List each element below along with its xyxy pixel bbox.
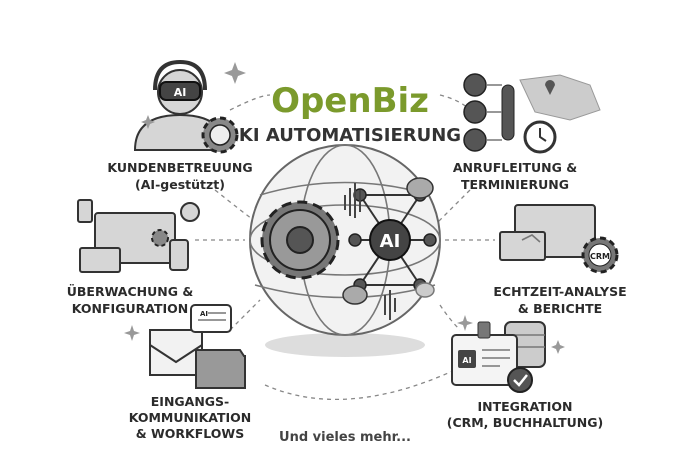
feature-label: TERMINIERUNG: [461, 177, 569, 192]
phone-routing-icon: [463, 73, 601, 154]
feature-label: & BERICHTE: [518, 301, 602, 316]
feature-kundenbetreuung: AI KUNDENBETREUUNG (AI-gestützt): [107, 59, 253, 192]
mail-folder-icon: AI: [149, 304, 246, 389]
ai-badge: AI: [200, 310, 208, 318]
ai-badge: AI: [174, 86, 187, 99]
feature-label: INTEGRATION: [477, 399, 572, 414]
ai-globe-illustration: AI: [249, 144, 441, 357]
feature-label: & WORKFLOWS: [136, 426, 244, 441]
sparkle-icon: [124, 62, 565, 354]
sound-wave-icon: [344, 183, 396, 320]
feature-label: EINGANGS-: [151, 394, 230, 409]
connector-lines: [195, 94, 495, 401]
headset-agent-icon: AI: [133, 59, 239, 154]
feature-label: ANRUFLEITUNG &: [453, 160, 577, 175]
feature-ueberwachung: ÜBERWACHUNG & KONFIGURATION: [67, 199, 200, 316]
ai-badge: AI: [462, 356, 471, 365]
feature-eingangs-kommunikation: AI EINGANGS- KOMMUNIKATION & WORKFLOWS: [129, 304, 252, 441]
feature-label: (CRM, BUCHHALTUNG): [447, 415, 604, 430]
feature-label: KONFIGURATION: [72, 301, 188, 316]
brain-icon: [342, 177, 435, 305]
feature-echtzeit-analyse: CRM ECHTZEIT-ANALYSE & BERICHTE: [493, 204, 627, 316]
page-title: OpenBiz: [271, 81, 429, 121]
feature-label: KOMMUNIKATION: [129, 410, 252, 425]
integration-database-icon: AI: [451, 321, 546, 393]
page-subtitle: KI AUTOMATISIERUNG: [239, 125, 461, 146]
feature-integration: AI INTEGRATION (CRM, BUCHHALTUNG): [447, 321, 604, 430]
crm-badge: CRM: [590, 252, 610, 261]
feature-label: ECHTZEIT-ANALYSE: [493, 284, 626, 299]
analytics-crm-icon: CRM: [499, 204, 619, 274]
feature-label: KUNDENBETREUUNG: [107, 160, 252, 175]
feature-label: (AI-gestützt): [135, 177, 225, 192]
gear-icon: [260, 200, 340, 280]
monitor-dashboard-icon: [77, 199, 200, 273]
more-features-text: Und vieles mehr...: [279, 430, 411, 445]
ai-badge: AI: [380, 231, 401, 252]
feature-anrufleitung: ANRUFLEITUNG & TERMINIERUNG: [453, 73, 601, 192]
feature-label: ÜBERWACHUNG &: [67, 284, 194, 299]
